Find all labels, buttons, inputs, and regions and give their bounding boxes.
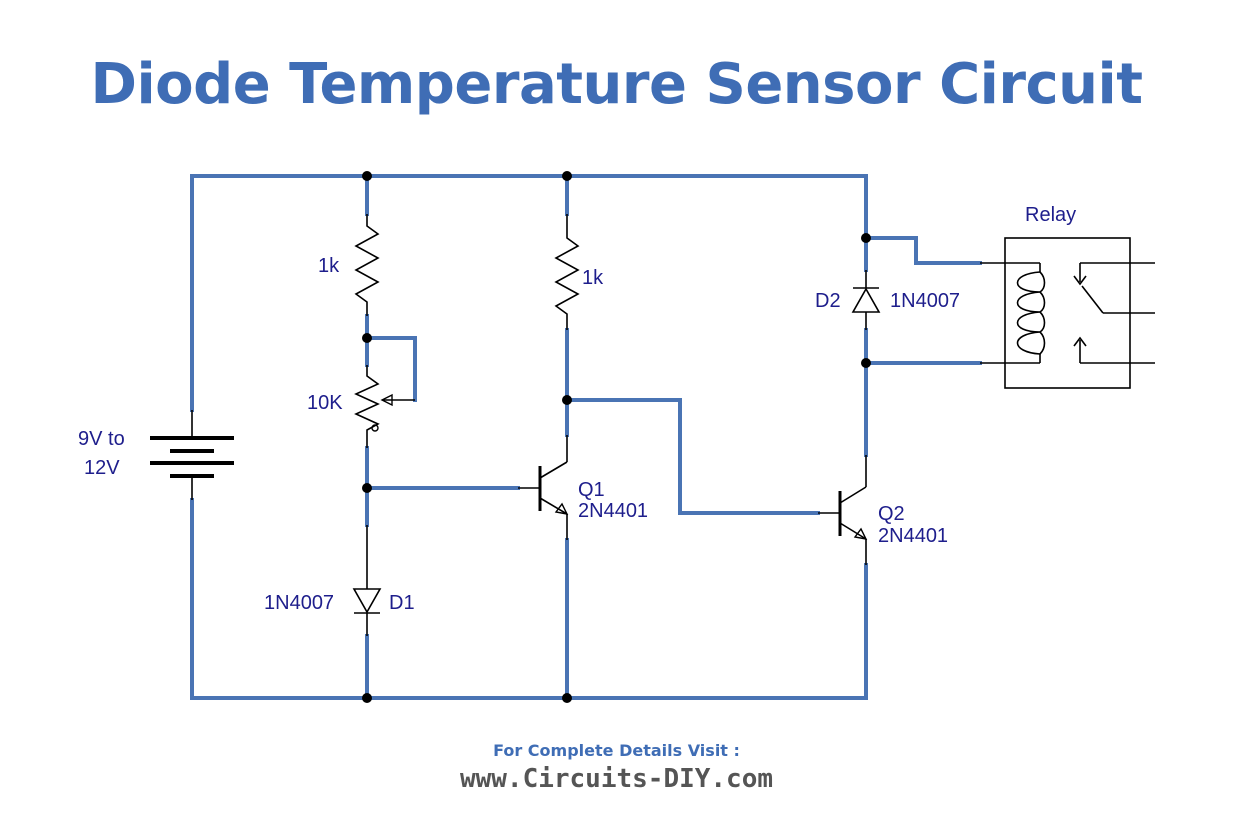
junction-dot (362, 693, 372, 703)
r1-value-label: 1k (318, 255, 340, 277)
q2-ref-label: Q2 (878, 503, 905, 525)
junction-dot (562, 171, 572, 181)
q1-part-label: 2N4401 (578, 500, 648, 522)
q1-collector-q2-base-wire (565, 398, 820, 515)
resistor-r1-symbol (354, 214, 380, 316)
footer-visit-text: For Complete Details Visit : (493, 741, 740, 760)
junction-dot (861, 358, 871, 368)
transistor-q1-symbol (518, 435, 569, 540)
page-title: Diode Temperature Sensor Circuit (90, 52, 1143, 117)
relay-coil-top-wire (864, 236, 982, 265)
junction-dot (861, 233, 871, 243)
d1-ref-label: D1 (389, 592, 415, 614)
d2-part-label: 1N4007 (890, 290, 960, 312)
junction-dot (362, 333, 372, 343)
potentiometer-symbol (354, 365, 415, 448)
q1-ref-label: Q1 (578, 479, 605, 501)
transistor-q2-symbol (818, 455, 868, 565)
q2-part-label: 2N4401 (878, 525, 948, 547)
junction-dot (362, 483, 372, 493)
footer-website-link[interactable]: www.Circuits-DIY.com (459, 764, 774, 794)
battery-symbol (150, 410, 234, 500)
junction-dot (362, 171, 372, 181)
r2-value-label: 1k (582, 267, 604, 289)
diode-d1-symbol (352, 525, 382, 636)
junction-dot (562, 693, 572, 703)
pot-value-label: 10K (307, 392, 343, 414)
junction-dot (562, 395, 572, 405)
battery-label-line2: 12V (84, 457, 120, 479)
relay-symbol (980, 237, 1155, 389)
d2-ref-label: D2 (815, 290, 841, 312)
diode-d2-symbol (851, 270, 881, 330)
resistor-r2-symbol (554, 214, 580, 330)
battery-label-line1: 9V to (78, 428, 125, 450)
relay-label: Relay (1025, 204, 1076, 226)
junctions (362, 171, 871, 703)
pot-wiper-loop-wire (365, 336, 417, 402)
d1-part-label: 1N4007 (264, 592, 334, 614)
wires (190, 174, 982, 700)
